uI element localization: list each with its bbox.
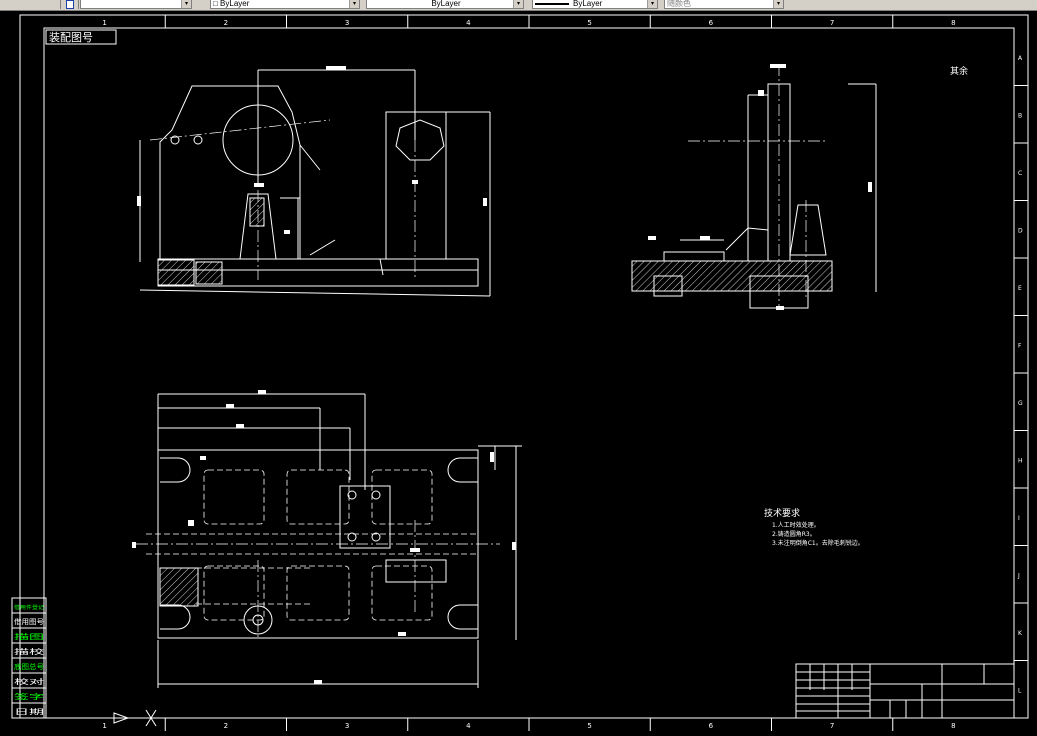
front-centerlines	[149, 90, 416, 280]
row-label: I	[1018, 515, 1020, 522]
properties-toolbar: ▾ □ ByLayer ▾ ByLayer ▾ ByLayer ▾ 随颜色 ▾	[0, 0, 1037, 11]
tech-title: 技术要求	[764, 507, 800, 519]
row-label: F	[1018, 342, 1022, 349]
title-block	[795, 663, 1015, 719]
layer-combo[interactable]: ▾	[80, 0, 192, 9]
column-label: 4	[466, 19, 471, 27]
layer-control[interactable]	[0, 0, 61, 9]
front-view	[139, 69, 491, 297]
side-centerlines	[688, 64, 826, 310]
lineweight-swatch	[535, 2, 569, 5]
row-label: G	[1018, 400, 1023, 407]
side-view	[631, 83, 877, 309]
ucs-icon	[113, 709, 157, 727]
color-combo[interactable]: □ ByLayer ▾	[210, 0, 360, 9]
column-label: 1	[102, 19, 106, 27]
left-table-item: 描校	[14, 647, 44, 656]
chevron-down-icon: ▾	[181, 0, 191, 8]
column-label: 1	[102, 722, 106, 730]
row-grid-marks: A B C D E F G H I J K L	[1014, 55, 1028, 694]
top-centerlines	[136, 520, 500, 640]
chevron-down-icon: ▾	[349, 0, 359, 8]
left-table-item: 校对	[14, 677, 44, 686]
column-label: 6	[709, 722, 714, 730]
column-label: 8	[951, 19, 955, 27]
row-label: B	[1018, 112, 1022, 119]
row-label: A	[1018, 55, 1023, 62]
column-label: 2	[224, 722, 228, 730]
plotstyle-combo-value: 随颜色	[667, 0, 691, 8]
lineweight-combo-value: ByLayer	[573, 0, 603, 8]
left-table-item: 签字	[14, 692, 44, 701]
column-label: 3	[345, 722, 349, 730]
column-label: 7	[830, 722, 834, 730]
technical-notes: 技术要求 1.人工时效处理。 2.铸造圆角R3。 3.未注明倒角C1。去除毛刺锐…	[764, 507, 864, 547]
layer-doc-button[interactable]	[64, 0, 79, 9]
row-label: H	[1018, 457, 1023, 464]
row-label: E	[1018, 285, 1022, 292]
chevron-down-icon: ▾	[513, 0, 523, 8]
top-view	[157, 393, 522, 688]
top-left-label-box: 装配图号	[45, 29, 117, 45]
row-label: J	[1017, 572, 1020, 579]
linetype-combo-value: ByLayer	[431, 0, 461, 8]
top-left-label: 装配图号	[49, 31, 93, 44]
chevron-down-icon: ▾	[647, 0, 657, 8]
row-label: C	[1018, 170, 1022, 177]
row-label: L	[1018, 687, 1022, 694]
column-label: 4	[466, 722, 471, 730]
plotstyle-combo[interactable]: 随颜色 ▾	[664, 0, 784, 9]
row-label: D	[1018, 227, 1023, 234]
drawing-canvas[interactable]: 1 1 2 2 3 3 4 4 5 5 6 6 7 7 8 8 A B C D E F G H I J K L 装配图号 其余	[0, 11, 1037, 736]
row-label: K	[1018, 630, 1023, 637]
tech-line-3: 3.未注明倒角C1。去除毛刺锐边。	[772, 539, 864, 547]
dimension-marks	[132, 64, 872, 684]
column-label: 7	[830, 19, 834, 27]
color-combo-value: □ ByLayer	[213, 0, 250, 8]
left-table-item: 借用件登记	[14, 604, 44, 611]
chevron-down-icon: ▾	[773, 0, 783, 8]
column-label: 6	[709, 19, 714, 27]
column-label: 5	[587, 722, 591, 730]
top-right-label: 其余	[950, 65, 968, 77]
column-label: 3	[345, 19, 349, 27]
linetype-combo[interactable]: ByLayer ▾	[366, 0, 524, 9]
lineweight-combo[interactable]: ByLayer ▾	[532, 0, 658, 9]
left-table-item: 日期	[14, 708, 44, 716]
left-table-item: 借用图号	[14, 617, 44, 626]
tech-line-1: 1.人工时效处理。	[772, 521, 820, 529]
column-label: 8	[951, 722, 955, 730]
column-label: 2	[224, 19, 228, 27]
top-hidden-lines	[146, 469, 478, 621]
column-grid-marks: 1 1 2 2 3 3 4 4 5 5 6 6 7 7 8 8	[102, 15, 956, 731]
document-icon	[66, 0, 74, 9]
tech-line-2: 2.铸造圆角R3。	[772, 530, 816, 538]
left-table-item: 底图总号	[14, 662, 44, 671]
column-label: 5	[587, 19, 591, 27]
drawing-frame	[19, 14, 1029, 719]
left-table-item: 描图	[14, 632, 44, 641]
